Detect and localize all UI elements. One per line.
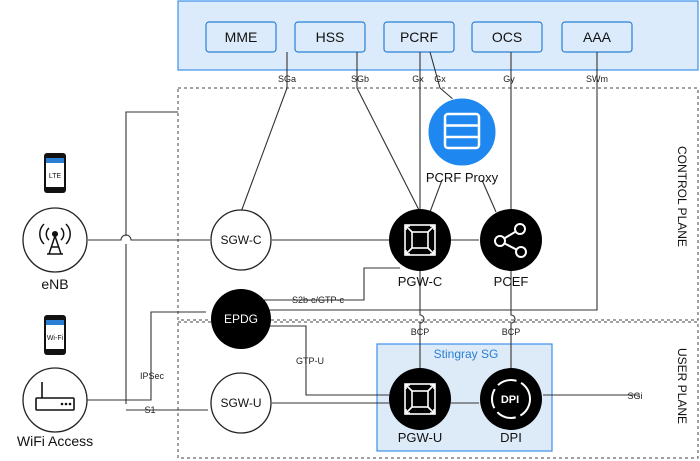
label-bcp2: BCP bbox=[502, 327, 521, 337]
pcrf-proxy-label: PCRF Proxy bbox=[426, 170, 499, 185]
label-ipsec: IPSec bbox=[140, 371, 165, 381]
pgw-u-node[interactable] bbox=[389, 368, 451, 430]
svg-text:PCRF: PCRF bbox=[400, 29, 438, 45]
dpi-icon: DPI bbox=[491, 379, 531, 419]
gateway-icon bbox=[404, 383, 436, 415]
link-control-bracket bbox=[125, 111, 178, 404]
gateway-icon bbox=[404, 224, 436, 256]
label-sga: SGa bbox=[278, 74, 296, 84]
label-gx1: Gx bbox=[412, 74, 424, 84]
lte-phone-icon: LTE bbox=[44, 153, 66, 193]
pcef-label: PCEF bbox=[494, 274, 529, 289]
link-bcp1 bbox=[419, 268, 425, 372]
sgw-u-node[interactable]: SGW-U bbox=[210, 372, 272, 434]
label-gx2: Gx bbox=[434, 74, 446, 84]
wifi-access-node[interactable] bbox=[22, 367, 88, 433]
control-plane-region bbox=[177, 87, 699, 321]
pcef-node[interactable] bbox=[480, 209, 542, 271]
wifi-access-label: WiFi Access bbox=[17, 433, 93, 449]
enb-label: eNB bbox=[41, 276, 68, 292]
user-plane-region bbox=[177, 321, 699, 459]
dpi-node[interactable]: DPI bbox=[480, 368, 542, 430]
lte-screen-text: LTE bbox=[49, 173, 62, 180]
link-proxy-pcef bbox=[481, 179, 497, 213]
pgw-c-node[interactable] bbox=[389, 209, 451, 271]
router-icon bbox=[35, 382, 75, 411]
share-icon bbox=[494, 223, 527, 258]
pcrf-box[interactable]: PCRF bbox=[383, 21, 455, 53]
link-sga bbox=[240, 52, 288, 213]
wifi-phone-icon: Wi-Fi bbox=[44, 315, 66, 355]
epdg-node[interactable]: EPDG bbox=[211, 289, 271, 349]
link-bcp2 bbox=[510, 268, 516, 372]
svg-text:SGW-U: SGW-U bbox=[220, 396, 261, 410]
mme-box[interactable]: MME bbox=[205, 21, 277, 53]
link-ipsec bbox=[80, 311, 206, 401]
label-gtpu: GTP-U bbox=[296, 356, 324, 366]
control-plane-label: CONTROL PLANE bbox=[675, 146, 689, 247]
svg-text:EPDG: EPDG bbox=[224, 312, 258, 326]
svg-text:AAA: AAA bbox=[583, 29, 612, 45]
wifi-screen-text: Wi-Fi bbox=[47, 335, 64, 342]
link-gx2 bbox=[429, 51, 455, 101]
pcrf-proxy-node[interactable] bbox=[427, 97, 497, 167]
svg-text:DPI: DPI bbox=[501, 394, 519, 406]
pgw-c-label: PGW-C bbox=[398, 274, 443, 289]
link-gtpu bbox=[264, 325, 389, 396]
label-bcp1: BCP bbox=[411, 327, 430, 337]
pgw-u-label: PGW-U bbox=[398, 430, 443, 445]
svg-text:OCS: OCS bbox=[492, 29, 522, 45]
ocs-box[interactable]: OCS bbox=[471, 21, 543, 53]
label-swm: SWm bbox=[586, 74, 608, 84]
dpi-label: DPI bbox=[500, 430, 522, 445]
sgw-c-node[interactable]: SGW-C bbox=[210, 209, 272, 271]
link-s2b bbox=[264, 267, 400, 301]
antenna-icon bbox=[39, 223, 71, 255]
enb-node[interactable] bbox=[22, 207, 88, 273]
label-s2b: S2b-c/GTP-c bbox=[292, 295, 345, 305]
link-enb-sgwc bbox=[88, 234, 210, 241]
aaa-box[interactable]: AAA bbox=[561, 21, 633, 53]
stingray-sg-label: Stingray SG bbox=[434, 347, 499, 361]
label-sgi: SGi bbox=[627, 391, 642, 401]
hss-box[interactable]: HSS bbox=[294, 21, 366, 53]
link-swm bbox=[264, 52, 598, 311]
link-proxy-pgwc bbox=[429, 179, 443, 213]
svg-text:SGW-C: SGW-C bbox=[220, 233, 261, 247]
svg-text:MME: MME bbox=[225, 29, 258, 45]
link-sgb bbox=[356, 52, 421, 213]
user-plane-label: USER PLANE bbox=[675, 348, 689, 424]
label-sgb: SGb bbox=[351, 74, 369, 84]
server-icon bbox=[443, 112, 481, 150]
label-s1: S1 bbox=[144, 405, 155, 415]
svg-text:HSS: HSS bbox=[316, 29, 345, 45]
label-gy: Gy bbox=[503, 74, 515, 84]
